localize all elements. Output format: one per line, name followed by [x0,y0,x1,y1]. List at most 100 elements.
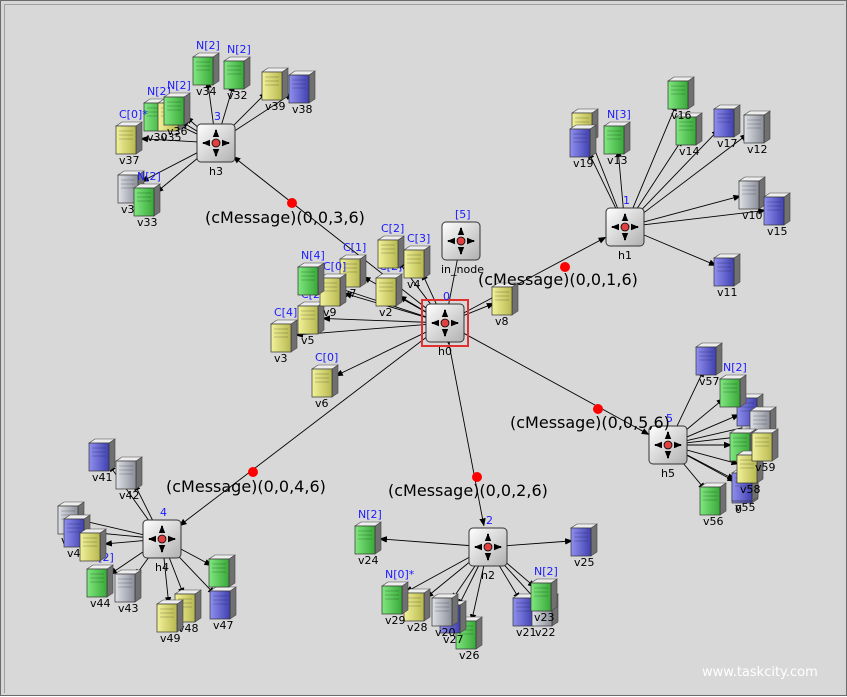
message-dot [287,198,297,208]
host-tag-v3: C[4] [274,306,297,319]
host-v15[interactable]: v15 [763,192,791,238]
nodes-layer: C[2]v2C[2]C[4]v3C[3]v4C[2v5C[0]v6C[1]v7v… [57,39,791,662]
host-side [194,589,202,623]
host-v33[interactable]: N[2]v33 [133,170,161,229]
host-side [359,254,367,288]
host-label-v56: v56 [703,515,724,528]
host-label-v22: v22 [535,626,556,639]
router-label-h3: h3 [209,165,223,178]
host-v46[interactable] [79,528,107,562]
router-h4[interactable]: 4h4 [142,506,182,574]
host-v36[interactable]: N[2] v36 [163,79,191,138]
host-v39[interactable]: v39 [261,67,289,113]
router-core [663,440,673,450]
host-v4x[interactable] [208,554,236,588]
host-v11[interactable]: v11 [713,253,741,299]
host-v13[interactable]: N[3] v13 [603,108,631,167]
host-body [88,442,110,472]
host-v10[interactable]: v10 [738,176,766,222]
host-v37[interactable]: C[0]*v37 [115,108,148,167]
host-side [589,124,597,158]
message-m4[interactable]: (cMessage)(0,0,4,6) [166,467,326,496]
router-h2[interactable]: 2h2 [468,514,508,582]
host-v16[interactable]: v16 [667,76,695,122]
host-v5x[interactable]: N[2] [719,361,747,408]
host-v42[interactable]: v42 [115,456,143,502]
host-v28[interactable]: v28 [403,588,431,634]
router-tag-h0: 0 [443,290,450,303]
links-layer [81,79,767,623]
host-label-v9: v9 [323,306,337,319]
link-h0-h1 [456,236,607,319]
host-side [475,616,483,650]
host-v23[interactable]: N[2]v23 [530,565,558,624]
link-h3-v37 [139,135,204,146]
host-label-v13: v13 [607,154,628,167]
host-v8[interactable]: v8 [491,282,519,328]
link-h5-v58 [679,445,740,466]
host-side [451,593,459,627]
host-v4[interactable]: C[3]v4 [403,232,431,291]
link-h0-v5 [321,315,433,326]
link-h1-v10 [636,194,742,227]
router-label-h4: h4 [155,561,169,574]
router-h1[interactable]: 1h1 [605,194,645,262]
host-label-v36: v36 [167,125,188,138]
host-v32[interactable]: N[2]v32 [223,43,251,102]
host-vN4[interactable]: N[4] [297,249,325,296]
host-body [192,56,214,86]
router-h5[interactable]: 5h5 [648,412,688,480]
message-m1[interactable]: (cMessage)(0,0,1,6) [478,262,638,289]
host-label-v4: v4 [407,278,421,291]
host-v56[interactable]: v56 [699,482,727,528]
host-side [695,112,703,146]
host-v17[interactable]: v17 [713,104,741,150]
router-h0[interactable]: 0h0 [421,290,469,358]
host-v57[interactable]: v57 [695,342,723,388]
host-side [401,581,409,615]
host-v3[interactable]: C[4]v3 [270,306,298,365]
host-v12[interactable]: v12 [743,110,771,156]
host-body [491,286,513,316]
host-v38[interactable]: v38 [288,70,316,116]
host-v29[interactable]: N[0]*v29 [381,568,415,627]
message-m2[interactable]: (cMessage)(0,0,2,6) [388,472,548,500]
host-v2[interactable]: C[2]v2 [375,260,403,319]
router-label-in_node: in_node [441,263,484,276]
router-tag-h3: 3 [214,110,221,123]
host-v49[interactable]: v49 [156,599,184,645]
host-v43[interactable]: v43 [114,569,142,615]
host-body [403,249,425,279]
host-v59[interactable]: v59 [751,428,779,474]
host-body [270,323,292,353]
host-side [733,104,741,138]
host-side [339,273,347,307]
host-label-v42: v42 [119,489,140,502]
host-v6[interactable]: C[0]v6 [311,351,339,410]
host-v20[interactable]: v20 [431,593,459,639]
simulation-canvas[interactable]: C[2]v2C[2]C[4]v3C[3]v4C[2v5C[0]v6C[1]v7v… [4,4,844,693]
host-tag-v13: N[3] [607,108,631,121]
message-m3[interactable]: (cMessage)(0,0,3,6) [205,198,365,227]
host-v44[interactable]: N[2]v44 [86,551,114,610]
host-label-v39: v39 [265,100,286,113]
host-v7[interactable]: C[1]v7 [339,241,367,300]
host-v41[interactable]: v41 [88,438,116,484]
host-label-v25: v25 [574,556,595,569]
host-v47[interactable]: v47 [209,586,237,632]
host-v19[interactable]: v19 [569,124,597,170]
host-body [736,454,758,484]
host-v25[interactable]: v25 [570,523,598,569]
router-h3[interactable]: 3 h3 [196,110,236,178]
host-v2b[interactable]: C[2] [377,222,405,269]
host-v24[interactable]: N[2]v24 [354,508,382,567]
host-body [738,180,760,210]
host-tag-v36: N[2] [167,79,191,92]
host-v34[interactable]: N[2]v34 [192,39,220,98]
host-v14[interactable]: v14 [675,112,703,158]
host-side [176,599,184,633]
router-in_node[interactable]: [5]in_node [441,208,484,276]
message-m5[interactable]: (cMessage)(0,0,5,6) [510,404,670,432]
host-v26[interactable]: v26 [455,616,483,662]
host-label-v41: v41 [92,471,113,484]
